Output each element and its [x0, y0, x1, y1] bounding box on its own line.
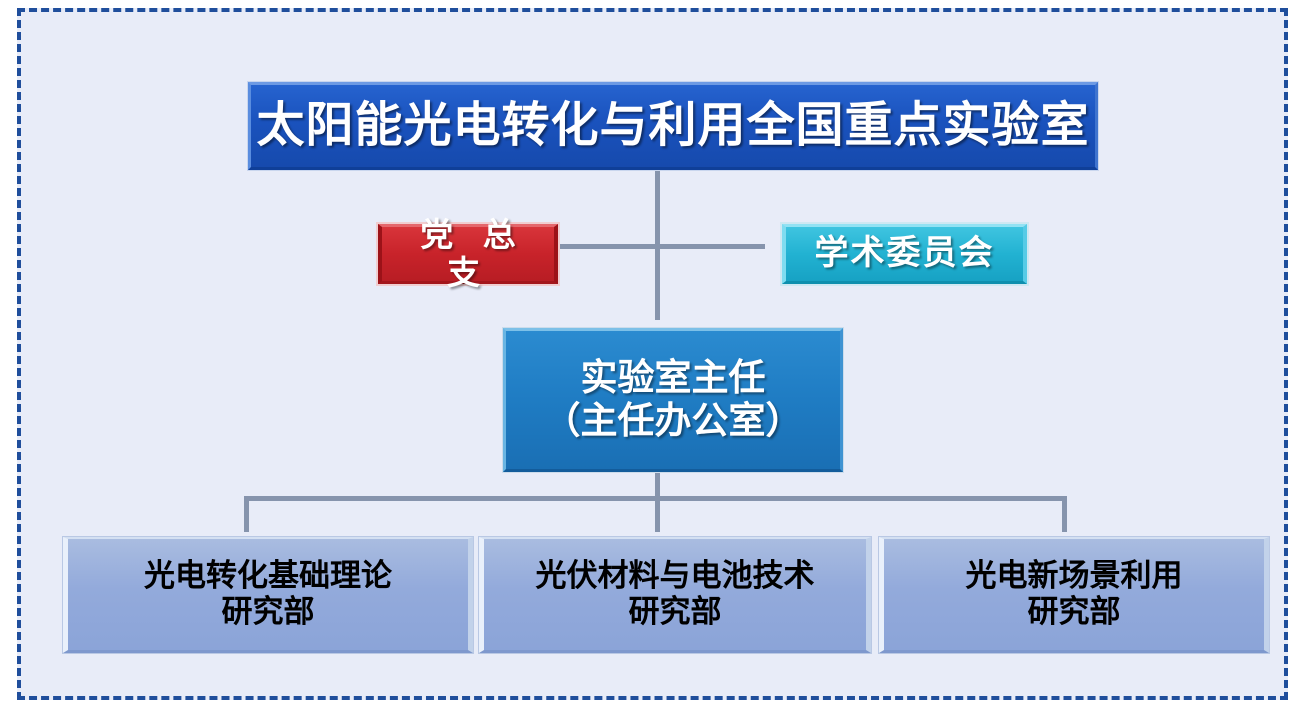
dashed-slide-border: 太阳能光电转化与利用全国重点实验室 党 总 支 学术委员会 实验室主任 （主任办…: [17, 8, 1288, 700]
connector-drop-dept-2: [1062, 496, 1067, 532]
node-department-pv-materials-line1: 光伏材料与电池技术: [535, 557, 815, 594]
node-laboratory-title[interactable]: 太阳能光电转化与利用全国重点实验室: [248, 82, 1098, 170]
node-department-pv-materials[interactable]: 光伏材料与电池技术 研究部: [479, 537, 871, 653]
connector-side-horizontal: [541, 244, 765, 249]
node-department-pv-materials-line2: 研究部: [628, 593, 722, 630]
node-lab-director[interactable]: 实验室主任 （主任办公室）: [503, 328, 843, 472]
node-party-branch[interactable]: 党 总 支: [378, 215, 558, 292]
connector-drop-dept-0: [244, 496, 249, 532]
connector-drop-dept-1: [655, 496, 660, 532]
node-department-basic-theory-line1: 光电转化基础理论: [144, 557, 392, 594]
node-lab-director-line1: 实验室主任: [580, 356, 766, 400]
node-department-new-scenarios[interactable]: 光电新场景利用 研究部: [879, 537, 1269, 653]
node-academic-committee[interactable]: 学术委员会: [782, 224, 1027, 284]
connector-director-down: [655, 464, 660, 499]
node-department-basic-theory[interactable]: 光电转化基础理论 研究部: [63, 537, 473, 653]
connector-root-to-director: [655, 174, 660, 320]
node-department-new-scenarios-line2: 研究部: [1027, 593, 1121, 630]
node-department-new-scenarios-line1: 光电新场景利用: [965, 557, 1183, 594]
node-department-basic-theory-line2: 研究部: [221, 593, 315, 630]
node-lab-director-line2: （主任办公室）: [543, 399, 803, 442]
